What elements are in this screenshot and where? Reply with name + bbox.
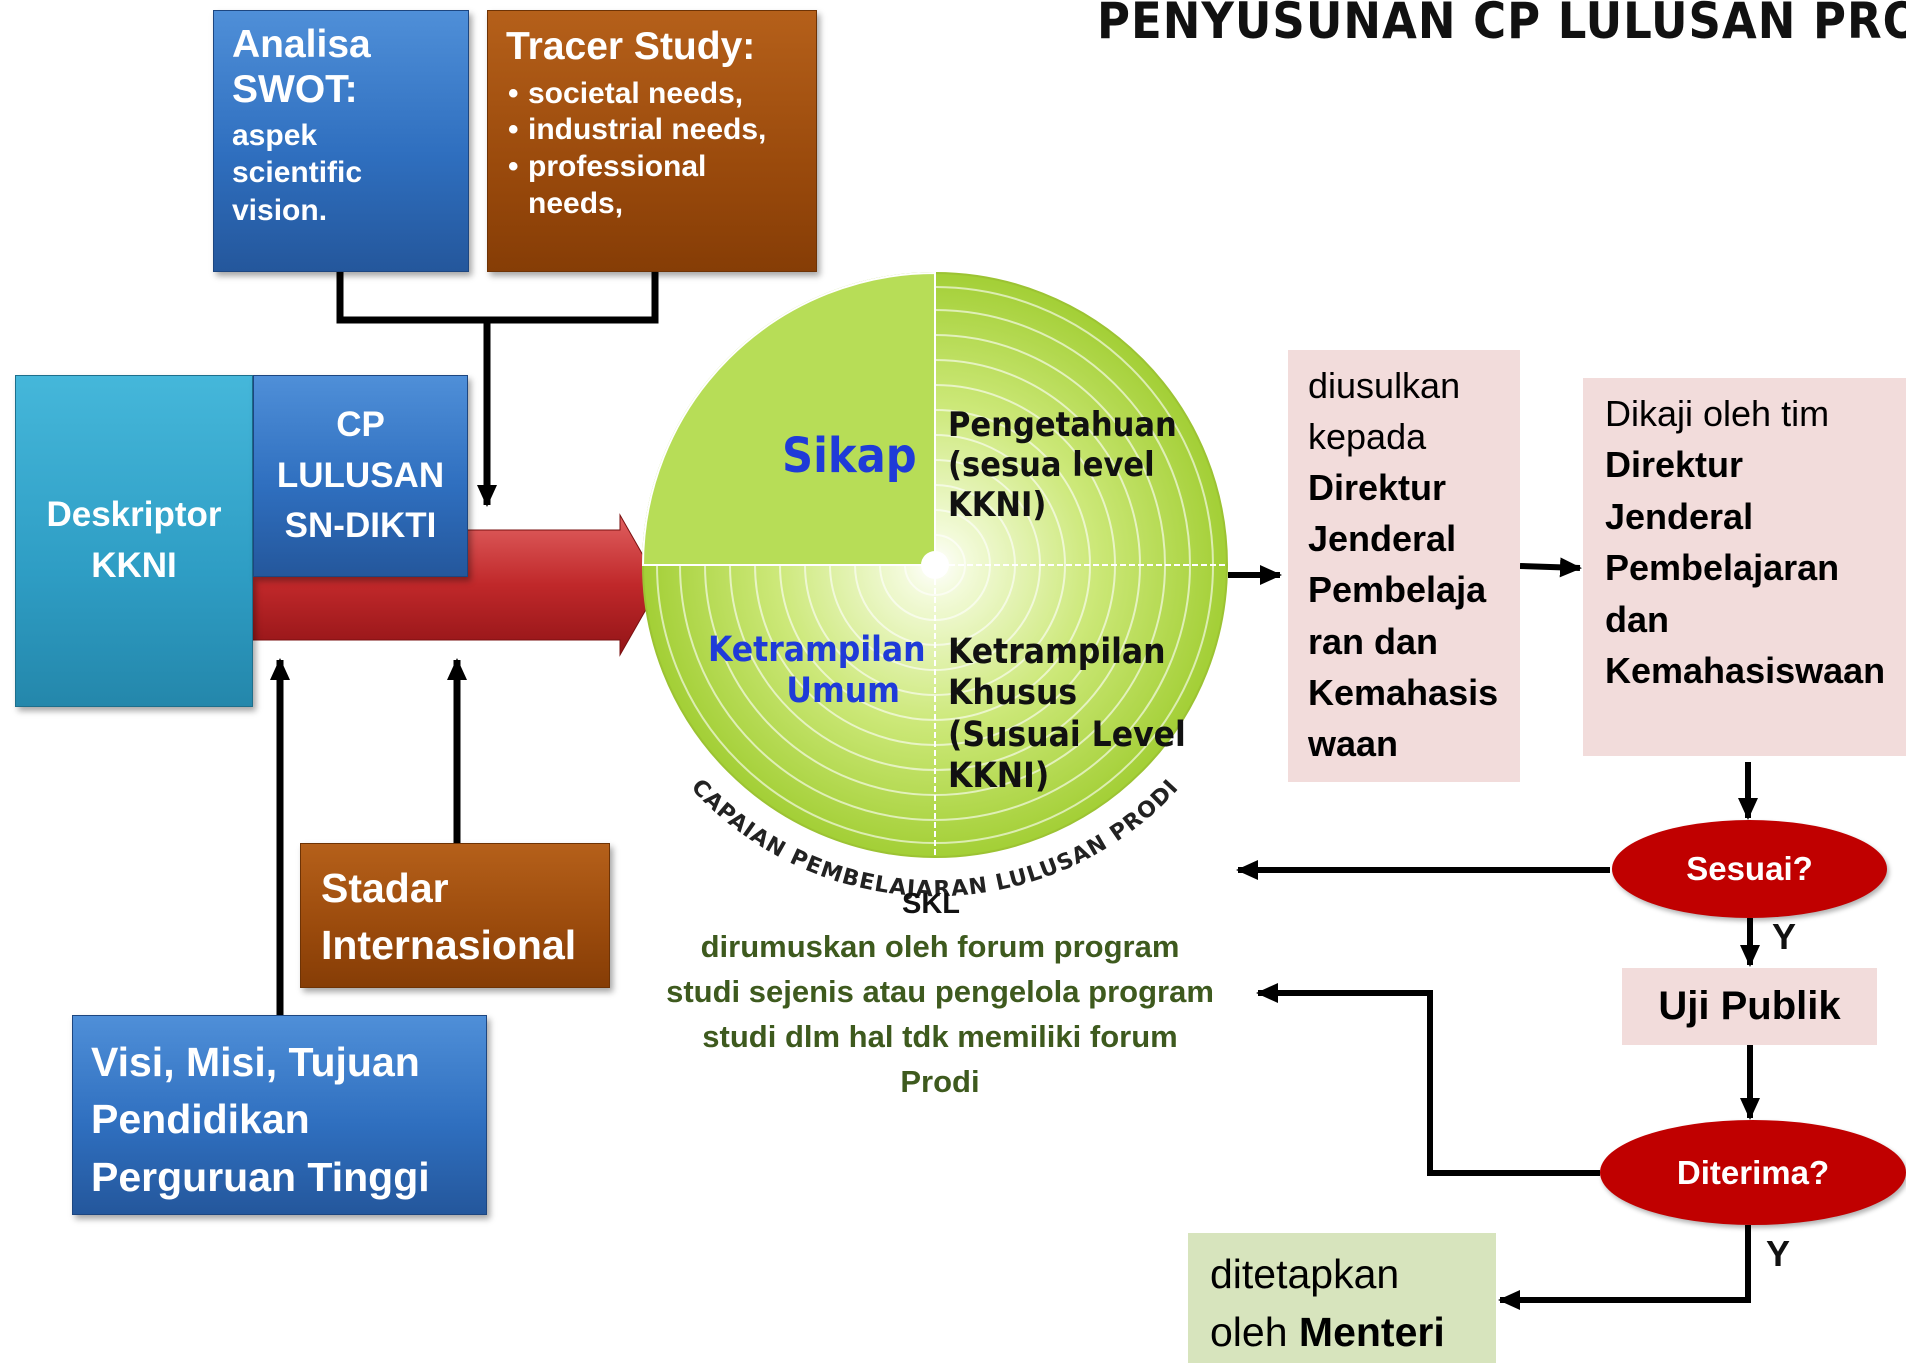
tracer-item: industrial needs, xyxy=(506,112,798,149)
visi-line-2: Pendidikan xyxy=(91,1096,310,1143)
sesuai-decision: Sesuai? xyxy=(1612,820,1887,918)
uji-publik-label: Uji Publik xyxy=(1658,984,1841,1028)
ket-umum-line: Ketrampilan xyxy=(708,630,926,670)
ditetapkan-line-2: oleh Menteri xyxy=(1210,1303,1474,1361)
wheel-ketrampilan-umum: Ketrampilan Umum xyxy=(708,630,926,713)
diusulkan-bold-line: Pembelaja xyxy=(1308,569,1487,611)
dikaji-bold-line: dan xyxy=(1605,598,1670,640)
dikaji-bold-line: Kemahasiswaan xyxy=(1605,650,1886,692)
deskriptor-line-2: KKNI xyxy=(91,546,177,585)
dikaji-box: Dikaji oleh tim Direktur Jenderal Pembel… xyxy=(1583,378,1906,756)
ket-khusus-line: KKNI) xyxy=(948,755,1050,796)
yes-label-2: Y xyxy=(1766,1233,1791,1274)
diusulkan-line: kepada xyxy=(1308,416,1427,458)
swot-body-1: aspek xyxy=(232,118,318,152)
skl-description: dirumuskan oleh forum program studi seje… xyxy=(640,925,1240,1105)
tracer-box: Tracer Study: societal needs, industrial… xyxy=(487,10,817,272)
pengetahuan-line: KKNI) xyxy=(948,485,1047,526)
arrow-diterima-back xyxy=(1256,983,1600,1176)
dikaji-line: Dikaji oleh tim xyxy=(1605,393,1830,434)
wheel-pengetahuan: Pengetahuan (sesua level KKNI) xyxy=(948,405,1177,525)
dikaji-bold-line: Direktur xyxy=(1605,444,1744,486)
skl-line: studi sejenis atau pengelola program xyxy=(666,973,1214,1009)
stadar-line-2: Internasional xyxy=(321,922,577,969)
skl-line: dirumuskan oleh forum program xyxy=(700,929,1180,964)
pengetahuan-line: Pengetahuan xyxy=(948,405,1177,445)
deskriptor-line-1: Deskriptor xyxy=(46,495,222,535)
diusulkan-bold-line: Direktur xyxy=(1308,467,1447,509)
ditetapkan-prefix: oleh xyxy=(1210,1309,1299,1356)
cp-sn-dikti-box: CP LULUSAN SN-DIKTI xyxy=(253,375,468,577)
cp-sn-line-2: LULUSAN xyxy=(276,455,445,495)
ket-khusus-line: Ketrampilan xyxy=(948,632,1166,672)
cp-sn-line-1: CP xyxy=(336,404,385,444)
uji-publik-box: Uji Publik xyxy=(1622,968,1877,1045)
swot-heading-2: SWOT: xyxy=(232,67,358,111)
swot-box: Analisa SWOT: aspek scientific vision. xyxy=(213,10,469,272)
visi-box: Visi, Misi, Tujuan Pendidikan Perguruan … xyxy=(72,1015,487,1215)
visi-line-3: Perguruan Tinggi xyxy=(91,1153,430,1200)
diusulkan-line: diusulkan xyxy=(1308,365,1461,406)
dikaji-bold-line: Jenderal xyxy=(1605,495,1754,537)
ditetapkan-line-1: ditetapkan xyxy=(1210,1251,1400,1297)
diusulkan-bold-line: Kemahasis xyxy=(1308,671,1499,713)
diterima-decision: Diterima? xyxy=(1600,1120,1906,1225)
diusulkan-box: diusulkan kepada Direktur Jenderal Pembe… xyxy=(1288,350,1520,782)
ket-umum-line: Umum xyxy=(786,671,900,712)
page-title: PENYUSUNAN CP LULUSAN PRODI xyxy=(1097,0,1906,50)
swot-body-3: vision. xyxy=(232,193,328,227)
arrow-diterima-to-ditetapkan xyxy=(1498,1225,1751,1310)
diusulkan-bold-line: waan xyxy=(1308,722,1399,764)
top-bracket xyxy=(336,272,659,507)
cp-sn-line-3: SN-DIKTI xyxy=(284,506,437,546)
ditetapkan-box: ditetapkan oleh Menteri xyxy=(1188,1233,1496,1363)
visi-line-1: Visi, Misi, Tujuan xyxy=(91,1039,420,1085)
diusulkan-bold-line: Jenderal xyxy=(1308,518,1457,560)
cp-wheel: CAPAIAN PEMBELAJARAN LULUSAN PRODI xyxy=(641,271,1228,902)
yes-label-1: Y xyxy=(1772,916,1797,957)
skl-line: Prodi xyxy=(900,1063,980,1099)
ditetapkan-menteri: Menteri xyxy=(1298,1309,1445,1356)
deskriptor-box: Deskriptor KKNI xyxy=(15,375,253,707)
ket-khusus-line: Khusus xyxy=(948,673,1078,714)
dikaji-bold-line: Pembelajaran xyxy=(1605,547,1840,589)
tracer-item: professional needs, xyxy=(506,149,748,222)
skl-line: studi dlm hal tdk memiliki forum xyxy=(702,1018,1178,1054)
tracer-heading: Tracer Study: xyxy=(506,25,756,68)
skl-label: SKL xyxy=(902,888,960,920)
stadar-box: Stadar Internasional xyxy=(300,843,610,988)
diusulkan-bold-line: ran dan xyxy=(1308,620,1439,662)
swot-heading-1: Analisa xyxy=(232,23,371,66)
pengetahuan-line: (sesua level xyxy=(948,445,1155,486)
tracer-item: societal needs, xyxy=(506,76,798,113)
stadar-line-1: Stadar xyxy=(321,865,449,911)
swot-body-2: scientific xyxy=(232,156,363,190)
wheel-ketrampilan-khusus: Ketrampilan Khusus (Susuai Level KKNI) xyxy=(948,632,1186,797)
ket-khusus-line: (Susuai Level xyxy=(948,714,1186,755)
arrow-diusulkan-to-dikaji xyxy=(1519,557,1582,578)
wheel-sikap: Sikap xyxy=(782,428,917,484)
